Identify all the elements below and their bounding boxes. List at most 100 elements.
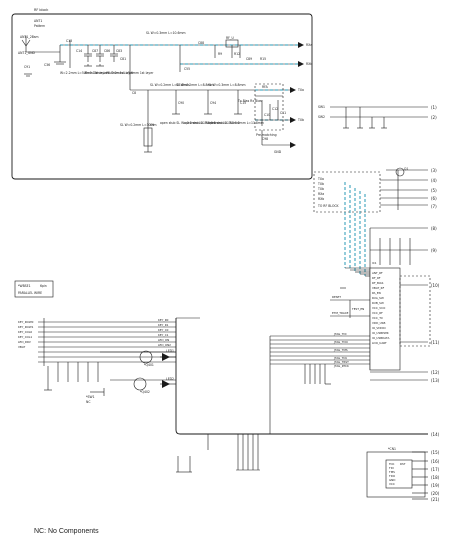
- jtag-2: JTAG_TDO: [333, 340, 349, 344]
- conn-net-1: KEY_R0: [158, 318, 169, 322]
- to-rf-block-box: [313, 171, 381, 213]
- pre-matching-text: Pre-matching: [256, 133, 277, 137]
- bottom-bundle: [177, 434, 259, 472]
- led-1-label: LED1: [166, 349, 174, 353]
- num-8: (8): [431, 226, 437, 231]
- misc-grounds: [176, 287, 346, 473]
- cn1-pin-3: TMS: [388, 470, 395, 474]
- cn1-pin-6: VCC: [389, 482, 395, 486]
- port-txb: TXb: [297, 118, 304, 122]
- transistor-label-2: *Q402: [140, 390, 150, 394]
- antenna-label-2: Pattern: [34, 24, 45, 28]
- ic-pin-9: VCC_RF: [372, 311, 383, 315]
- ic-pin-15: LDO_UART: [372, 341, 387, 345]
- num-4: (4): [431, 178, 437, 183]
- ic-pin-12: IO_VDDIO: [372, 326, 386, 330]
- label-r9: R9: [218, 52, 222, 56]
- label-c87: C87: [92, 49, 98, 53]
- port-rxb: RXb: [306, 62, 312, 66]
- tag-4: RXa: [318, 192, 324, 196]
- ic-pin-10: VCC_TX: [372, 316, 383, 320]
- net-label-3: TEST_EN: [351, 307, 364, 311]
- label-c8: C8: [132, 91, 136, 95]
- ms3-text: W=0.2mm L=5.6mm 1st layer: [106, 71, 154, 75]
- num-20: (20): [431, 491, 440, 496]
- conn-signal-6: VBAT: [18, 345, 26, 349]
- num-14: (14): [431, 432, 440, 437]
- cn1-pin-1: TCK: [388, 462, 394, 466]
- ic-pin-4: VBAT_RF: [372, 286, 385, 290]
- num-13: (13): [431, 378, 440, 383]
- conn-signal-2: KEY_ROW1: [18, 325, 34, 329]
- net-sw1: SW1: [318, 105, 325, 109]
- num-9: (9): [431, 248, 437, 253]
- num-12: (12): [431, 370, 440, 375]
- ic-pin-3: RF_BIAS: [372, 281, 384, 285]
- label-c13: C13: [66, 39, 72, 43]
- label-rfa: RFA: [262, 85, 269, 89]
- tag-2: TXb: [317, 182, 324, 186]
- label-c9: C9: [150, 123, 154, 127]
- label-c94: C94: [210, 101, 216, 105]
- to-rf-block-label: TO RF BLOCK: [317, 204, 340, 208]
- ic-pin-1: ANT_RF: [372, 271, 383, 275]
- jtag-1: JTAG_TDI: [333, 332, 347, 336]
- conn-net-2: KEY_R1: [158, 323, 169, 327]
- label-c89: C89: [246, 57, 252, 61]
- ic-pin-5: PA_EN: [372, 291, 381, 295]
- ic-pin-14: IO_USBDATA: [372, 336, 389, 340]
- antenna-label-3: ANT1_2Bsm: [20, 35, 39, 39]
- label-c86: C86: [104, 49, 110, 53]
- cn1-pin-7: RST: [400, 462, 406, 466]
- sl-os2-text: open stub SL W=0.2mm L=13.8mm: [184, 121, 240, 125]
- antenna-symbol: [21, 36, 60, 53]
- sl-os1-text: open stub SL W=0.2mm L=15.5mm: [160, 121, 216, 125]
- conn-net-5: LED_ON: [158, 338, 169, 342]
- conn-net-3: KEY_C0: [158, 328, 169, 332]
- sl-left-text: SL W=0.2mm L=30mm: [120, 123, 157, 127]
- cn1-pin-5: GND: [389, 478, 395, 482]
- conn-signal-1: KEY_ROW0: [18, 320, 34, 324]
- conn-signal-3: KEY_COL0: [18, 330, 32, 334]
- net-label-2: ETM_TRACE: [332, 311, 349, 315]
- label-r15: R15: [260, 57, 266, 61]
- num-17: (17): [431, 467, 440, 472]
- label-c15: C15: [240, 101, 246, 105]
- ic-pin-11: VDD_USB: [372, 321, 385, 325]
- num-7: (7): [431, 204, 437, 209]
- num-16: (16): [431, 459, 440, 464]
- label-c36: C36: [44, 63, 50, 67]
- label-c81: C81: [120, 57, 126, 61]
- sl2-text: SL W=0.2mm L=8.8mm: [176, 83, 214, 87]
- label-c83: C83: [116, 49, 122, 53]
- label-c14: C14: [76, 49, 82, 53]
- label-c55: C55: [184, 67, 190, 71]
- key-label-2: NC: [86, 400, 90, 404]
- num-3: (3): [431, 168, 437, 173]
- jtag-5: JTAG_TRST: [333, 360, 349, 364]
- cn1-pin-4: TDO: [388, 474, 396, 478]
- antenna-label-1: ANT1: [34, 19, 42, 23]
- sl-main-text: SL W=0.3mm L=10.6mm: [146, 31, 186, 35]
- rf-port-arrows: [290, 42, 304, 148]
- tag-5: RXb: [318, 197, 324, 201]
- jtag-3: JTAG_TMS: [333, 348, 348, 352]
- conn-net-6: LED_ON2: [158, 343, 171, 347]
- jtag-lines: [270, 299, 370, 384]
- ic-pin-6: RXA_SW: [372, 296, 384, 300]
- led-2-label: LED2: [166, 377, 174, 381]
- ic-pin-13: IO_USBPWR: [372, 331, 389, 335]
- num-21: (21): [431, 497, 440, 502]
- num-11: (11): [431, 340, 440, 345]
- num-18: (18): [431, 475, 440, 480]
- num-5: (5): [431, 188, 437, 193]
- label-rfu: RF_U: [226, 36, 234, 40]
- cn1-pin-2: TDI: [388, 466, 394, 470]
- connector-lines: [38, 321, 176, 363]
- label-c90: C90: [178, 101, 184, 105]
- rf-block-title: RF block: [34, 8, 48, 12]
- num-6: (6): [431, 196, 437, 201]
- label-c98: C98: [262, 137, 268, 141]
- ic-pin-8: VCC_VCO: [372, 306, 386, 310]
